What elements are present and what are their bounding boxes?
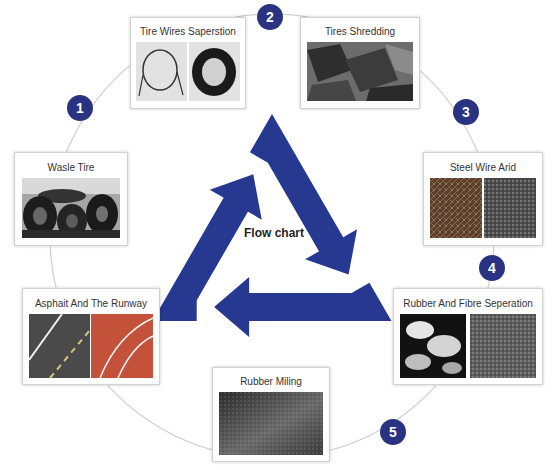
- fibre-separation-photo: [400, 314, 536, 378]
- photo-background: [136, 42, 240, 101]
- photo-divider: [187, 42, 189, 101]
- step-title: Rubber Miling: [213, 376, 329, 388]
- arrow-head: [210, 269, 275, 337]
- step-box: Steel Wire Arid: [423, 152, 543, 246]
- wire-heap: [430, 178, 482, 238]
- road-line: [50, 330, 90, 378]
- photo-background: [307, 42, 413, 101]
- asphalt-road: [29, 314, 90, 378]
- fibre-fluff: [427, 335, 461, 357]
- step-box: Rubber And Fibre Seperation: [393, 288, 543, 385]
- cycle-connector: [50, 247, 56, 288]
- step-title: Rubber And Fibre Seperation: [394, 298, 542, 310]
- granule-texture: [470, 314, 536, 378]
- step-box: Wasle Tire: [14, 152, 128, 246]
- steel-wire-photo: [430, 178, 536, 238]
- wire-texture: [430, 178, 482, 238]
- bead-wire: [143, 50, 177, 90]
- arrow-band: [247, 246, 372, 359]
- arrow-band: [147, 203, 272, 316]
- tire: [38, 189, 86, 203]
- arrow-head: [305, 229, 357, 274]
- arrow-head: [210, 167, 275, 235]
- photo-background: [400, 314, 466, 378]
- rubber-powder: [219, 392, 323, 455]
- photo-sky: [22, 178, 120, 194]
- tire-hole: [33, 207, 47, 225]
- step-title: Tire Wires Saperstion: [131, 26, 245, 38]
- step-box: Tires Shredding: [300, 17, 420, 109]
- step-title: Tires Shredding: [301, 26, 419, 38]
- rubber-milling-photo: [219, 392, 323, 455]
- shred-piece: [345, 48, 398, 92]
- cycle-connector: [330, 386, 436, 451]
- step-title: Steel Wire Arid: [424, 162, 542, 174]
- fibre-fluff: [442, 362, 462, 374]
- fibre-fluff: [406, 321, 434, 339]
- callout-number: 5: [380, 419, 406, 445]
- callout-number: 4: [479, 255, 505, 281]
- tire-hole: [66, 214, 78, 228]
- callout-number: 2: [257, 4, 283, 30]
- granule-heap: [470, 314, 536, 378]
- step-title: Asphait And The Runway: [23, 298, 159, 310]
- road-line: [29, 314, 62, 360]
- recycle-arrow: [210, 232, 372, 381]
- asphalt-runway-photo: [29, 314, 153, 378]
- photo-ground: [22, 178, 120, 238]
- shredding-photo: [307, 42, 413, 101]
- tire-hole: [96, 206, 108, 222]
- tire: [23, 196, 57, 236]
- shred-piece: [385, 44, 413, 75]
- cycle-connector: [108, 385, 212, 450]
- center-label: Flow chart: [244, 226, 304, 240]
- track-line: [118, 336, 153, 378]
- shred-piece: [366, 84, 413, 101]
- step-box: Rubber Miling: [212, 367, 330, 462]
- tire-ring: [192, 48, 236, 96]
- fibre-fluff: [405, 354, 431, 370]
- running-track: [91, 314, 153, 378]
- callout-number: 3: [453, 99, 479, 125]
- bead-wire: [139, 72, 183, 96]
- granule-texture: [484, 178, 536, 238]
- step-title: Wasle Tire: [15, 162, 127, 174]
- track-line: [100, 318, 153, 378]
- shred-piece: [307, 80, 356, 101]
- step-box: Asphait And The Runway: [22, 288, 160, 385]
- powder-texture: [219, 392, 323, 455]
- recycle-arrow: [262, 142, 357, 275]
- shred-piece: [307, 44, 352, 82]
- wire-separation-photo: [136, 42, 240, 101]
- granule-heap: [484, 178, 536, 238]
- step-box: Tire Wires Saperstion: [130, 17, 246, 109]
- cycle-connector: [67, 66, 130, 152]
- tire-pile: [22, 230, 120, 238]
- tire: [86, 194, 118, 234]
- tire-hole: [202, 58, 226, 86]
- callout-number: 1: [67, 95, 93, 121]
- waste-tire-photo: [22, 178, 120, 238]
- tire: [57, 204, 87, 238]
